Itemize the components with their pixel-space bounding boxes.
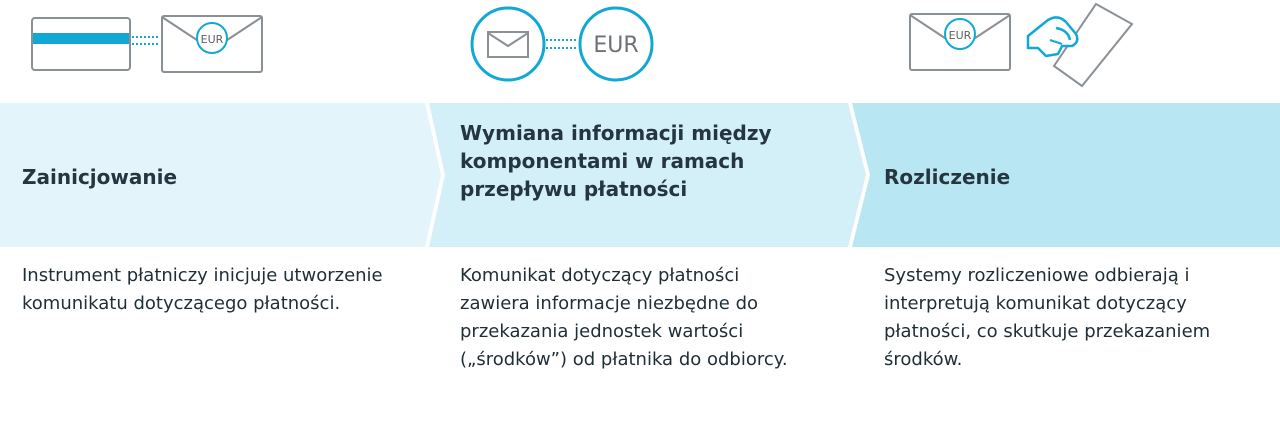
eur-circle-icon (944, 18, 976, 50)
stage-1-description: Instrument płatniczy inicjuje utworzenie… (22, 265, 383, 314)
connector-dots (546, 39, 578, 49)
eur-circle-icon: EUR (578, 6, 654, 82)
stage-1-title: Zainicjowanie (22, 165, 178, 189)
stage-3-icon-text: EUR (949, 29, 972, 42)
stage-1-icon-text: EUR (201, 33, 224, 46)
stage-3-icon-group: EUR (906, 0, 1146, 100)
eur-circle-icon (196, 22, 228, 54)
hand-card-icon (1026, 2, 1134, 88)
stage-3-description: Systemy rozliczeniowe odbierają i interp… (884, 265, 1211, 370)
card-icon (31, 17, 131, 71)
stage-2-title: Wymiana informacji między komponentami w… (460, 121, 772, 201)
stage-1-icon-group: EUR (28, 0, 268, 100)
stage-2-description: Komunikat dotyczący płatności zawiera in… (460, 265, 788, 370)
envelope-icon: EUR (909, 13, 1011, 71)
stage-1-chevron (0, 103, 441, 247)
connector-dots (132, 36, 160, 45)
stage-2-chevron (429, 103, 866, 247)
envelope-icon: EUR (161, 15, 263, 73)
stage-3-chevron (852, 103, 1280, 247)
stage-2-icon-text: EUR (593, 33, 638, 58)
stage-2-icon-group: EUR (466, 0, 666, 100)
stage-3-title: Rozliczenie (884, 165, 1011, 189)
envelope-circle-icon (470, 6, 546, 82)
process-band (0, 103, 1280, 247)
